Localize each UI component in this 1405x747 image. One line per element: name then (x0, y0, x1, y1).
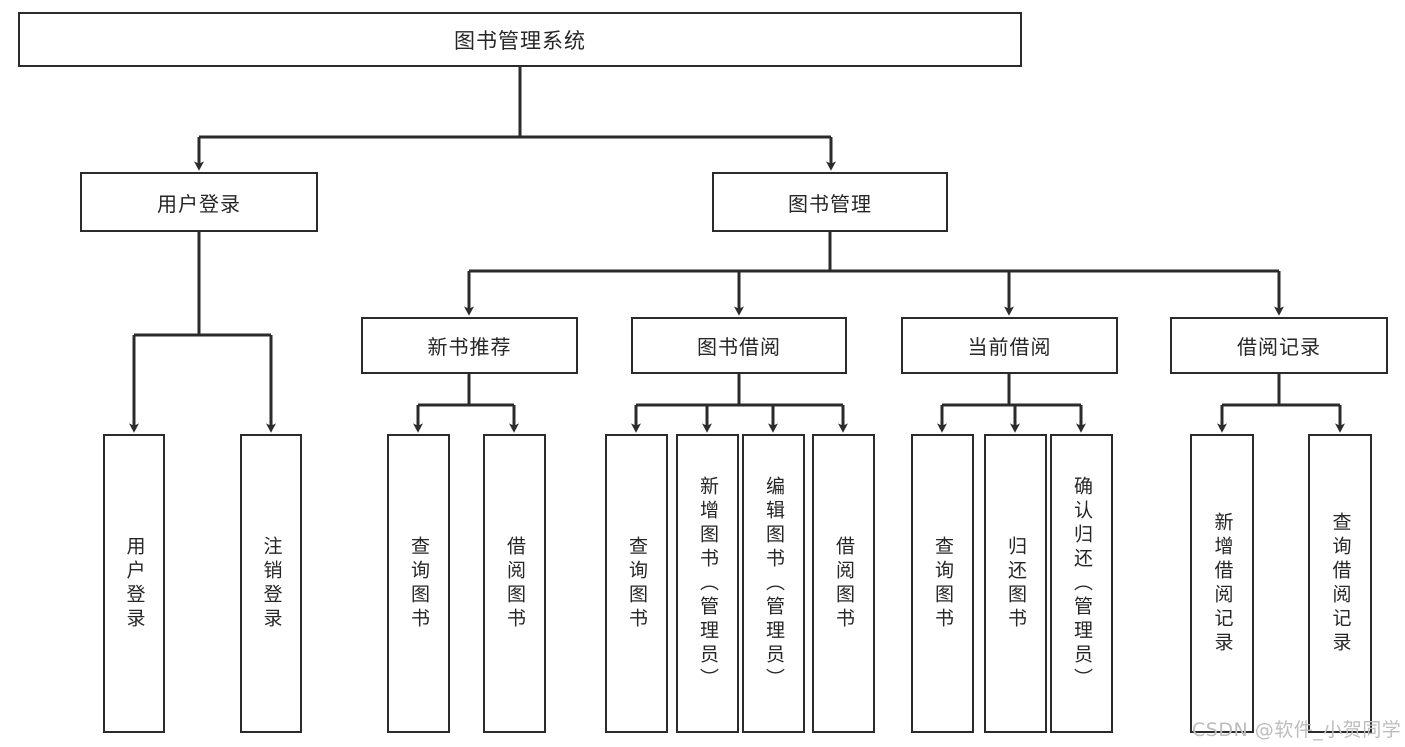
leaf-add-borrow-record[interactable]: 新增借阅记录 (1190, 434, 1254, 733)
leaf-label: 确认归还（管理员） (1071, 475, 1093, 692)
leaf-label: 借阅图书 (504, 535, 526, 632)
leaf-borrow-book-newbooks[interactable]: 借阅图书 (483, 434, 546, 733)
leaf-query-book-newbooks[interactable]: 查询图书 (387, 434, 450, 733)
node-new-book-recommend[interactable]: 新书推荐 (361, 317, 578, 374)
leaf-label: 查询图书 (408, 535, 430, 632)
leaf-user-login[interactable]: 用户登录 (103, 434, 165, 733)
leaf-edit-book-admin[interactable]: 编辑图书（管理员） (742, 434, 805, 733)
node-user-login[interactable]: 用户登录 (80, 172, 318, 232)
node-book-borrow-label: 图书借阅 (697, 335, 781, 359)
leaf-label: 编辑图书（管理员） (763, 475, 785, 692)
node-root-label: 图书管理系统 (454, 28, 586, 53)
node-new-book-recommend-label: 新书推荐 (427, 335, 512, 359)
leaf-label: 用户登录 (123, 535, 146, 632)
leaf-label: 查询借阅记录 (1329, 511, 1352, 656)
leaf-borrow-book[interactable]: 借阅图书 (812, 434, 875, 733)
leaf-return-book[interactable]: 归还图书 (984, 434, 1047, 733)
node-book-management[interactable]: 图书管理 (712, 172, 948, 232)
node-book-borrow[interactable]: 图书借阅 (631, 317, 847, 374)
node-borrow-records-label: 借阅记录 (1237, 335, 1321, 359)
leaf-logout[interactable]: 注销登录 (240, 434, 302, 733)
leaf-query-book-current[interactable]: 查询图书 (911, 434, 974, 733)
leaf-label: 借阅图书 (833, 535, 855, 632)
leaf-label: 新增图书（管理员） (697, 475, 719, 692)
node-borrow-records[interactable]: 借阅记录 (1170, 317, 1388, 374)
csdn-watermark: CSDN @软件_小贺同学 (1192, 719, 1402, 741)
leaf-query-borrow-record[interactable]: 查询借阅记录 (1308, 434, 1372, 733)
leaf-query-book-borrow[interactable]: 查询图书 (605, 434, 668, 733)
leaf-label: 归还图书 (1005, 535, 1027, 632)
node-current-borrow[interactable]: 当前借阅 (901, 317, 1118, 374)
node-book-management-label: 图书管理 (788, 191, 872, 216)
node-user-login-label: 用户登录 (157, 191, 241, 216)
leaf-confirm-return-admin[interactable]: 确认归还（管理员） (1050, 434, 1113, 733)
node-current-borrow-label: 当前借阅 (967, 335, 1052, 359)
leaf-label: 查询图书 (932, 535, 954, 632)
node-root[interactable]: 图书管理系统 (18, 12, 1022, 67)
leaf-add-book-admin[interactable]: 新增图书（管理员） (676, 434, 739, 733)
leaf-label: 新增借阅记录 (1211, 511, 1234, 656)
leaf-label: 注销登录 (260, 535, 283, 632)
leaf-label: 查询图书 (626, 535, 648, 632)
